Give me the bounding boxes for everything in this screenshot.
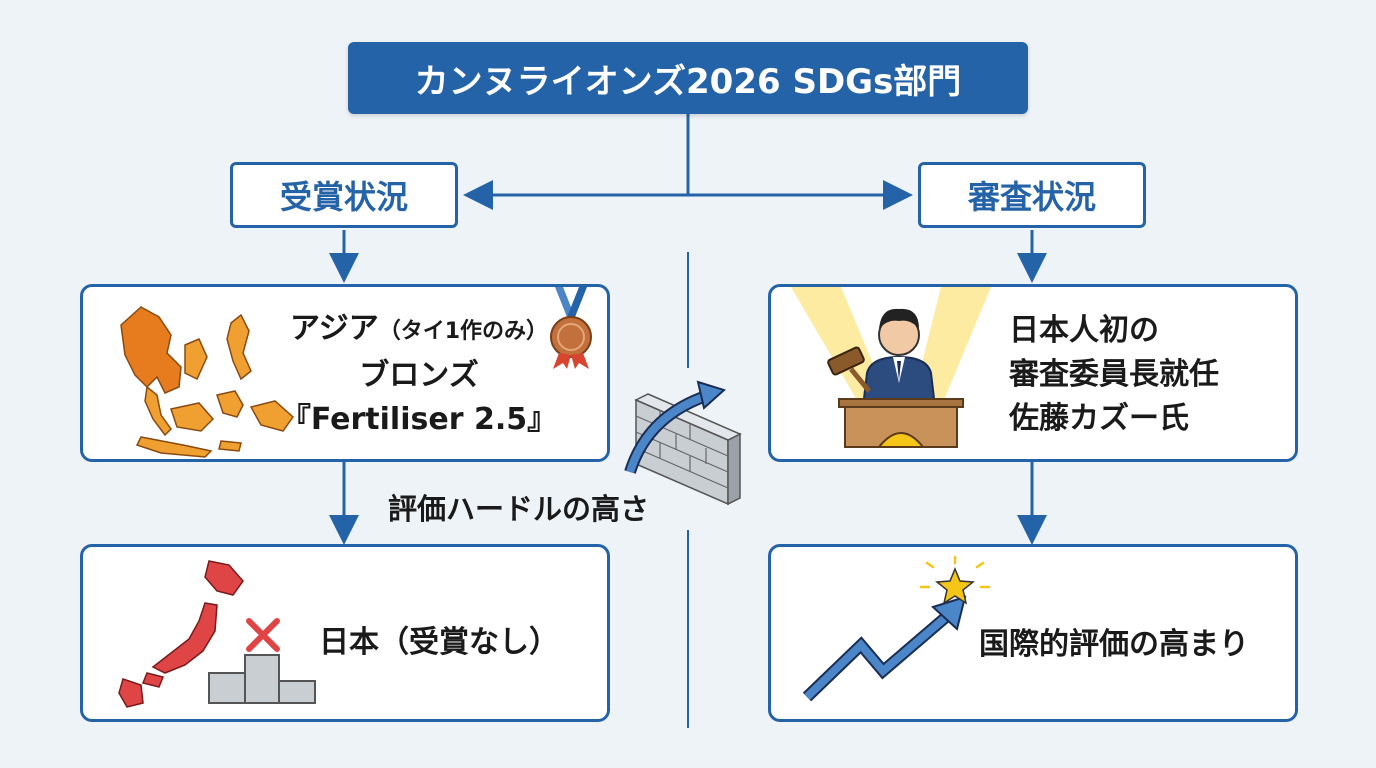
- work-title: 『Fertiliser 2.5』: [280, 402, 558, 437]
- bronze-medal-icon: [550, 287, 592, 369]
- heading-judging-status: 審査状況: [918, 162, 1146, 228]
- podium-icon: [208, 654, 316, 704]
- thailand-note: （タイ1作のみ）: [378, 319, 549, 344]
- heading-award-status: 受賞状況: [230, 162, 458, 228]
- asia-label: アジア: [289, 311, 379, 346]
- asia-bronze-text: アジア（タイ1作のみ） ブロンズ 『Fertiliser 2.5』: [269, 307, 569, 442]
- southeast-asia-map-icon: [120, 306, 295, 458]
- page-title: カンヌライオンズ2026 SDGs部門: [348, 42, 1028, 114]
- cross-icon: [246, 618, 280, 652]
- chair-text: 日本人初の 審査委員長就任 佐藤カズー氏: [1009, 309, 1219, 441]
- chair-appointment-label: 審査委員長就任: [1009, 357, 1219, 392]
- first-japanese-label: 日本人初の: [1009, 313, 1159, 348]
- chair-name-label: 佐藤カズー氏: [1009, 401, 1189, 436]
- bronze-label: ブロンズ: [359, 358, 479, 393]
- brick-wall-icon: [624, 380, 742, 506]
- card-japanese-chair: 日本人初の 審査委員長就任 佐藤カズー氏: [768, 284, 1298, 462]
- card-asia-bronze: アジア（タイ1作のみ） ブロンズ 『Fertiliser 2.5』: [80, 284, 610, 462]
- judge-with-gavel-icon: [791, 287, 991, 448]
- card-international-reputation: 国際的評価の高まり: [768, 544, 1298, 722]
- japan-no-award-text: 日本（受賞なし）: [319, 625, 559, 660]
- card-japan-no-award: 日本（受賞なし）: [80, 544, 610, 722]
- reputation-text: 国際的評価の高まり: [979, 627, 1249, 662]
- japan-map-icon: [118, 560, 244, 708]
- evaluation-hurdle-label: 評価ハードルの高さ: [388, 492, 650, 526]
- rising-arrow-star-icon: [802, 555, 991, 702]
